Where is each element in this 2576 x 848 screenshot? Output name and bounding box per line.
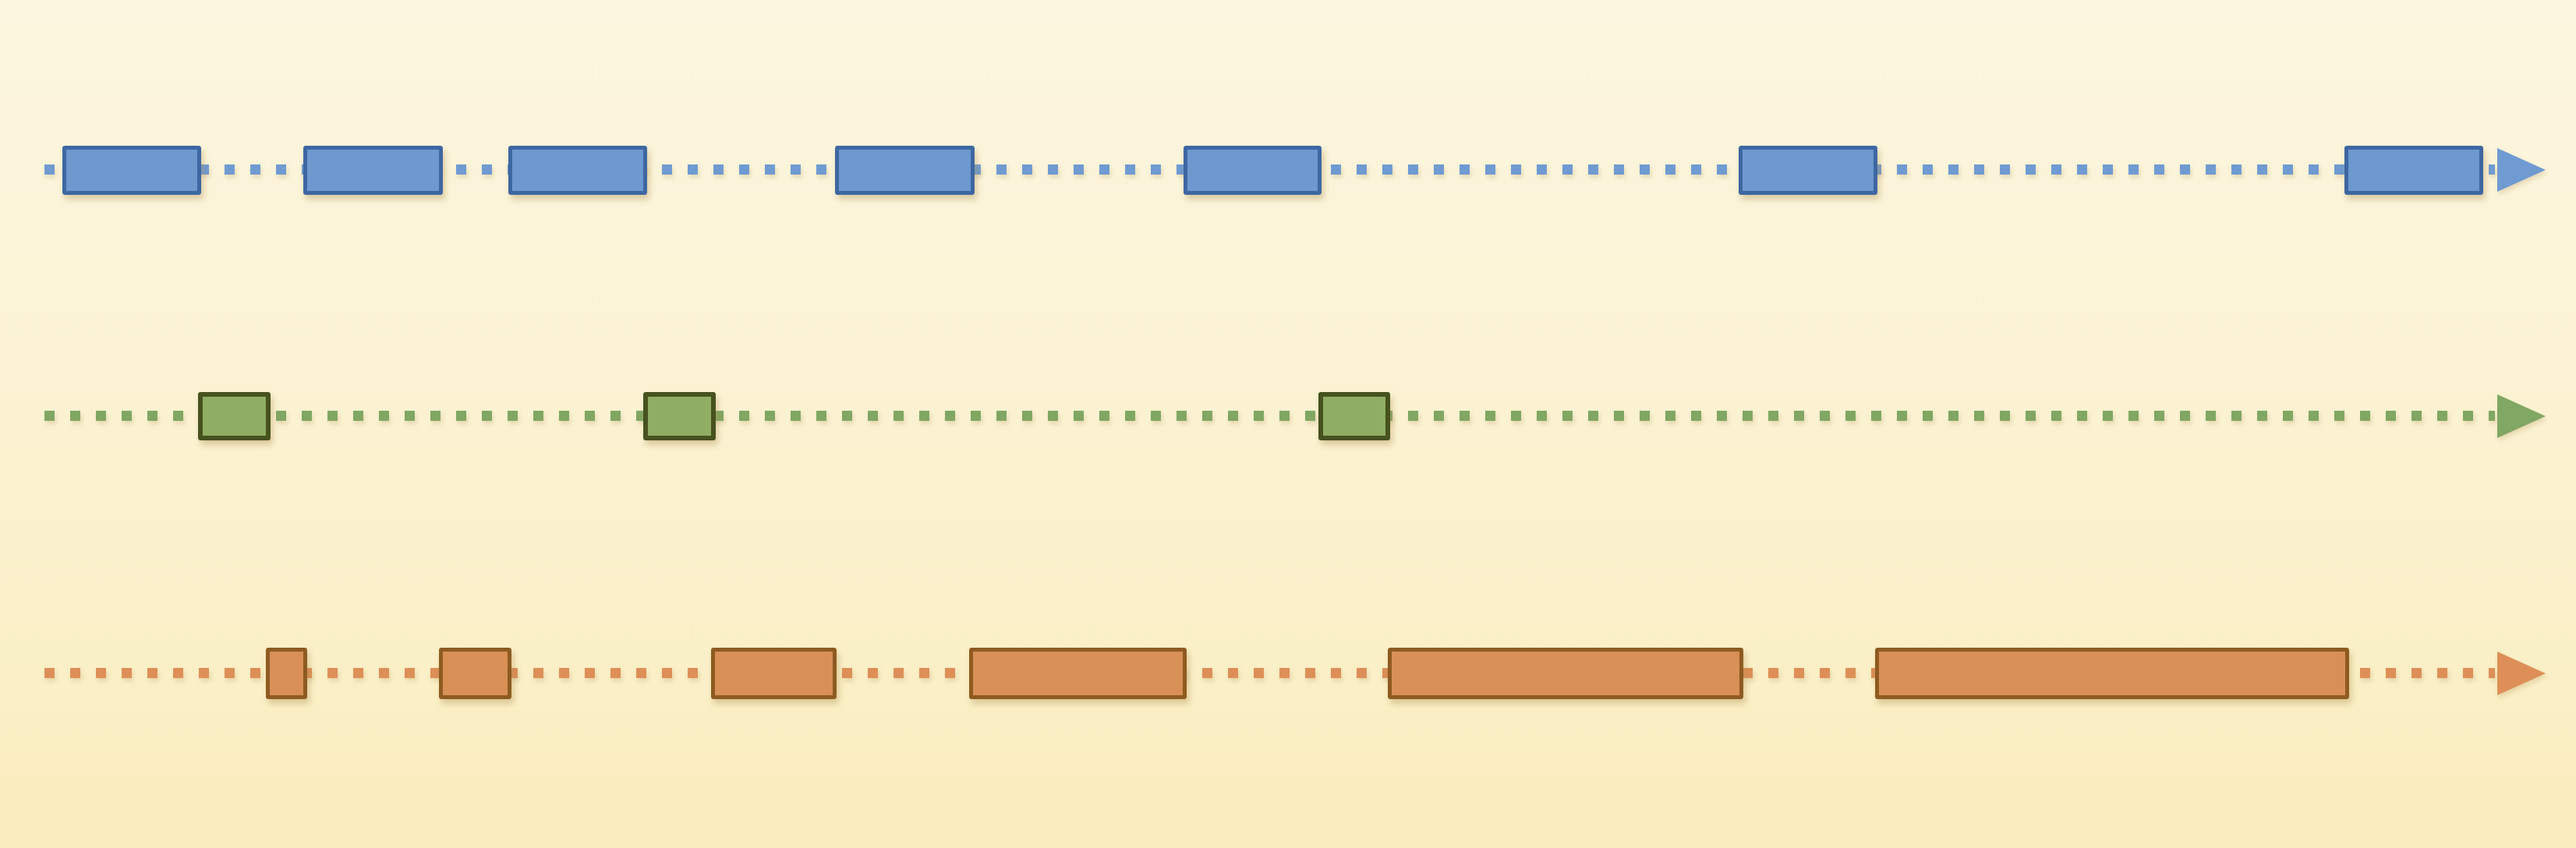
bottom-timeline-orange-box bbox=[711, 648, 837, 699]
bottom-timeline-orange-box bbox=[1388, 648, 1743, 699]
middle-timeline-green-box bbox=[1318, 392, 1390, 440]
top-timeline-blue-box bbox=[835, 146, 975, 195]
bottom-timeline-orange-box bbox=[1875, 648, 2349, 699]
top-timeline-blue-box bbox=[2344, 146, 2483, 195]
top-timeline-blue-dashed-line bbox=[44, 164, 2495, 175]
top-timeline-blue-box bbox=[1184, 146, 1322, 195]
bottom-timeline-orange-box bbox=[266, 648, 307, 699]
bottom-timeline-orange-box bbox=[439, 648, 511, 699]
middle-timeline-green-box bbox=[643, 392, 716, 440]
top-timeline-blue-box bbox=[508, 146, 647, 195]
middle-timeline-green-box bbox=[198, 392, 271, 440]
middle-timeline-green-dashed-line bbox=[44, 411, 2495, 421]
top-timeline-blue-box bbox=[1739, 146, 1877, 195]
bottom-timeline-orange-arrowhead-icon bbox=[2497, 652, 2546, 695]
top-timeline-blue-box bbox=[303, 146, 443, 195]
bottom-timeline-orange-box bbox=[969, 648, 1187, 699]
top-timeline-blue-box bbox=[62, 146, 201, 195]
bottom-timeline-orange-dashed-line bbox=[44, 668, 2495, 678]
middle-timeline-green-arrowhead-icon bbox=[2497, 394, 2546, 438]
top-timeline-blue-arrowhead-icon bbox=[2497, 148, 2546, 192]
